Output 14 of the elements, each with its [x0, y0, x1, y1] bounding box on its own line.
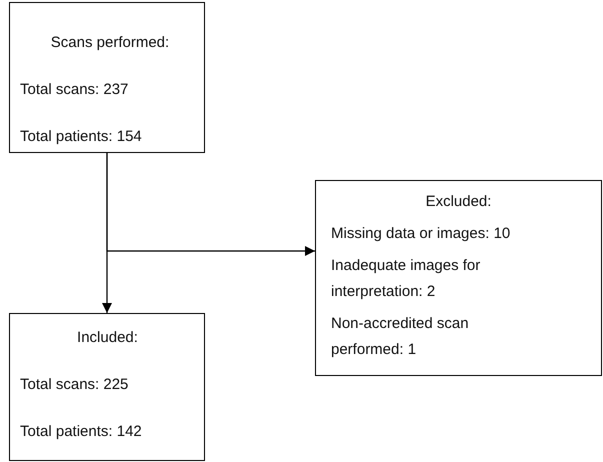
- process-box: [315, 180, 602, 376]
- process-box: [9, 313, 205, 461]
- box-text: Total patients: 142: [20, 422, 143, 442]
- box-heading: Included:: [76, 328, 139, 348]
- box-text: Total scans: 237: [20, 80, 130, 100]
- box-text: Inadequate images for interpretation: 2: [331, 256, 482, 302]
- box-heading: Excluded:: [424, 192, 492, 212]
- box-text: Missing data or images: 10: [331, 224, 512, 244]
- box-text: Total patients: 154: [20, 127, 143, 147]
- box-text: Non-accredited scan performed: 1: [331, 314, 470, 360]
- process-box: [9, 2, 205, 153]
- box-text: Total scans: 225: [20, 375, 130, 395]
- box-heading: Scans performed:: [50, 33, 170, 53]
- arrow: [102, 153, 112, 313]
